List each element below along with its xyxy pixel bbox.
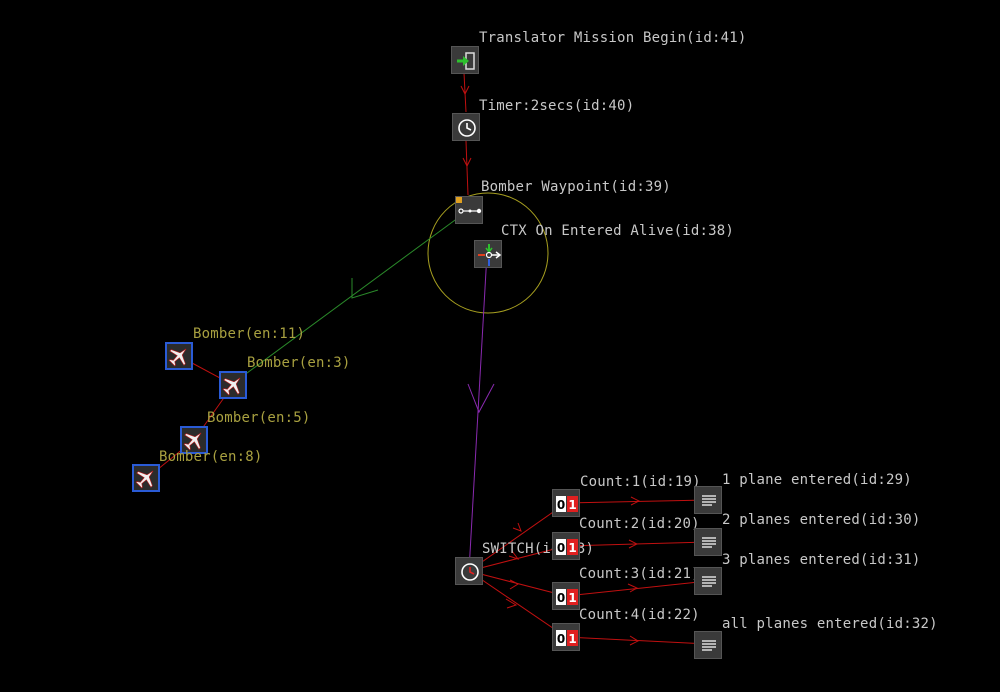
svg-text:1: 1 xyxy=(568,632,576,646)
label-ctx-entered: CTX On Entered Alive(id:38) xyxy=(501,223,734,239)
unit-bomber-11[interactable] xyxy=(165,342,193,370)
link-switch-count1 xyxy=(468,502,567,572)
label-bomber-waypoint: Bomber Waypoint(id:39) xyxy=(481,179,671,195)
clock-icon xyxy=(461,563,479,581)
label-bomber-3: Bomber(en:3) xyxy=(247,355,351,371)
message-icon xyxy=(702,537,716,548)
unit-bomber-8[interactable] xyxy=(132,464,160,492)
svg-text:1: 1 xyxy=(568,541,576,555)
plane-icon xyxy=(222,377,241,396)
link-ctx-switch xyxy=(468,252,488,572)
link-waypoint-bombers xyxy=(231,211,467,385)
node-ctx-entered[interactable] xyxy=(474,240,502,268)
clock-icon xyxy=(458,119,476,137)
label-bomber-11: Bomber(en:11) xyxy=(193,326,306,342)
link-waypoint-bombers-arrow xyxy=(351,278,379,299)
link-switch-count4-arrow xyxy=(505,598,518,609)
plane-icon xyxy=(168,348,187,367)
label-count3: Count:3(id:21) xyxy=(579,566,700,582)
label-timer: Timer:2secs(id:40) xyxy=(479,98,635,114)
node-count3[interactable]: 0 1 xyxy=(552,582,580,610)
label-count2: Count:2(id:20) xyxy=(579,516,700,532)
waypoint-icon xyxy=(456,197,482,214)
node-switch[interactable] xyxy=(455,557,483,585)
counter-icon: 0 1 xyxy=(556,630,578,646)
link-count1-msg1-arrow xyxy=(630,496,641,506)
link-count3-msg3-arrow xyxy=(627,583,639,593)
message-icon xyxy=(702,640,716,651)
trigger-zone-circle xyxy=(427,192,549,314)
message-icon xyxy=(702,495,716,506)
node-count4[interactable]: 0 1 xyxy=(552,623,580,651)
node-msg4[interactable] xyxy=(694,631,722,659)
plane-icon xyxy=(135,470,154,489)
node-timer[interactable] xyxy=(452,113,480,141)
svg-text:1: 1 xyxy=(568,498,576,512)
node-mission-begin[interactable] xyxy=(451,46,479,74)
label-count4: Count:4(id:22) xyxy=(579,607,700,623)
unit-bomber-3[interactable] xyxy=(219,371,247,399)
svg-text:0: 0 xyxy=(557,632,565,646)
enter-icon xyxy=(457,52,475,70)
link-timer-waypoint xyxy=(465,140,469,196)
link-count2-msg2-arrow xyxy=(628,539,639,549)
link-switch-count2-arrow xyxy=(508,550,520,560)
link-begin-timer-arrow xyxy=(460,85,470,96)
message-icon xyxy=(702,576,716,587)
counter-icon: 0 1 xyxy=(556,539,578,555)
node-msg1[interactable] xyxy=(694,486,722,514)
label-count1: Count:1(id:19) xyxy=(580,474,701,490)
unit-bomber-5[interactable] xyxy=(180,426,208,454)
trigger-zone-icon xyxy=(478,244,502,266)
label-bomber-8: Bomber(en:8) xyxy=(159,449,263,465)
node-bomber-waypoint[interactable] xyxy=(455,196,483,224)
label-msg1: 1 plane entered(id:29) xyxy=(722,472,912,488)
svg-text:0: 0 xyxy=(557,541,565,555)
label-msg2: 2 planes entered(id:30) xyxy=(722,512,921,528)
label-msg4: all planes entered(id:32) xyxy=(722,616,938,632)
link-switch-count3-arrow xyxy=(509,579,520,590)
link-switch-count1-arrow xyxy=(512,522,522,532)
plane-icon xyxy=(183,432,202,451)
svg-text:1: 1 xyxy=(568,591,576,605)
node-msg3[interactable] xyxy=(694,567,722,595)
label-msg3: 3 planes entered(id:31) xyxy=(722,552,921,568)
counter-icon: 0 1 xyxy=(556,589,578,605)
svg-text:0: 0 xyxy=(557,498,565,512)
link-timer-waypoint-arrow xyxy=(462,157,472,168)
node-msg2[interactable] xyxy=(694,528,722,556)
node-count2[interactable]: 0 1 xyxy=(552,532,580,560)
link-ctx-switch-arrow xyxy=(467,383,495,414)
node-count1[interactable]: 0 1 xyxy=(552,489,580,517)
counter-icon: 0 1 xyxy=(556,496,578,512)
link-count4-msg4-arrow xyxy=(629,635,640,646)
link-switch-count4 xyxy=(468,570,567,638)
label-mission-begin: Translator Mission Begin(id:41) xyxy=(479,30,747,46)
link-begin-timer xyxy=(463,72,467,113)
svg-text:0: 0 xyxy=(557,591,565,605)
label-bomber-5: Bomber(en:5) xyxy=(207,410,311,426)
